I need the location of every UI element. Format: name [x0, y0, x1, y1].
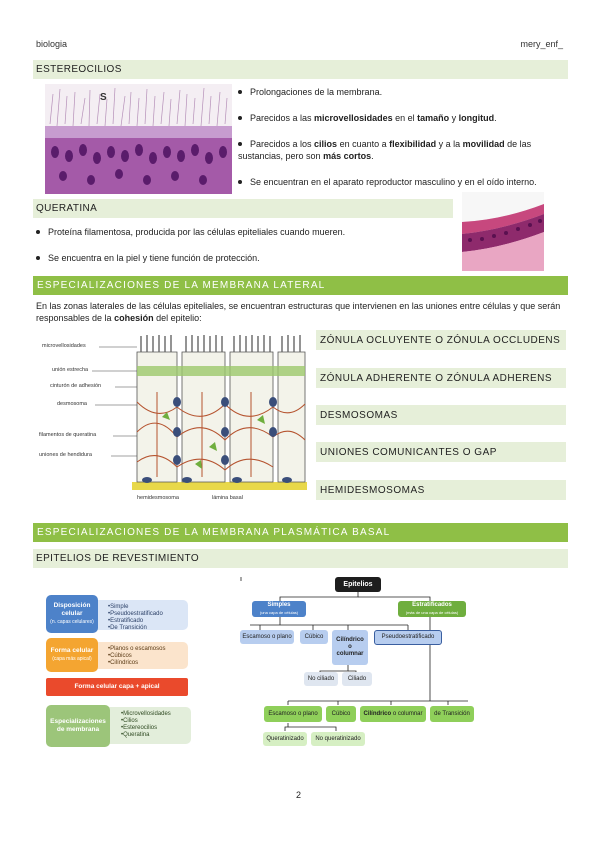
junction-item: HEMIDESMOSOMAS: [316, 480, 566, 500]
bold-term: flexibilidad: [389, 139, 437, 149]
bullet-dot: [36, 229, 40, 234]
bold-term: cohesión: [114, 313, 154, 323]
diagram-label: hemidesmosoma: [137, 495, 179, 501]
tree-simples: Simples (una capa de células): [252, 601, 306, 617]
basal-subtitle: EPITELIOS DE REVESTIMIENTO: [33, 549, 568, 568]
queratina-micrograph: [462, 192, 544, 271]
text-run: .: [494, 113, 497, 123]
bold-term: microvellosidades: [314, 113, 393, 123]
bold-term: longitud: [458, 113, 495, 123]
basal-title: ESPECIALIZACIONES DE LA MEMBRANA PLASMÁT…: [33, 523, 568, 542]
lateral-intro: En las zonas laterales de las células ep…: [36, 300, 568, 324]
text-run: Parecidos a las: [250, 113, 315, 123]
forma-label: Forma celular (capa más apical): [46, 638, 98, 672]
queratina-bullet: Proteína filamentosa, producida por las …: [36, 226, 456, 238]
especializaciones-label: Especializaciones de membrana: [46, 705, 110, 747]
queratina-bullets: Proteína filamentosa, producida por las …: [36, 226, 456, 264]
text-run: Parecidos a los: [250, 139, 315, 149]
bullet-dot: [238, 141, 242, 146]
diagram-label: desmosoma: [57, 401, 87, 407]
junction-item: UNIONES COMUNICANTES O GAP: [316, 442, 566, 462]
diagram-label: cinturón de adhesión: [50, 383, 102, 389]
forma-apical-bar: Forma celular capa + apical: [46, 678, 188, 696]
tree-node: Cúbico: [326, 706, 356, 722]
junction-item: ZÓNULA ADHERENTE O ZÓNULA ADHERENS: [316, 368, 566, 388]
tree-root: Epitelios: [335, 577, 381, 592]
tree-node: Escamoso o plano: [240, 630, 294, 644]
text-run: Se encuentran en el aparato reproductor …: [250, 177, 537, 187]
header-right: mery_enf_: [520, 39, 563, 49]
text-run: de las sustancias, pero son: [238, 139, 532, 161]
diagram-label: uniones de hendidura: [39, 452, 92, 458]
tree-node: Cilíndrico o columnar: [332, 630, 368, 665]
tree-estratificados: Estratificados (más de una capa de célul…: [398, 601, 466, 617]
diagram-label: filamentos de queratina: [39, 432, 97, 438]
junction-item: ZÓNULA OCLUYENTE O ZÓNULA OCCLUDENS: [316, 330, 566, 350]
junctions-diagram: microvellosidades unión estrecha cinturó…: [37, 332, 307, 510]
estereocilios-bullet: Prolongaciones de la membrana.: [238, 86, 566, 98]
forma-box: •Planos o escamosos •Cúbicos •Cilíndrico…: [94, 642, 188, 669]
tree-node: No queratinizado: [311, 732, 365, 746]
tree-node: Escamoso o plano: [264, 706, 322, 722]
estereocilios-micrograph: S: [45, 84, 232, 194]
diagram-label: lámina basal: [212, 495, 243, 501]
text-run: En las zonas laterales de las células ep…: [36, 301, 561, 323]
text-run: y a la: [436, 139, 463, 149]
estereocilios-bullet: Parecidos a las microvellosidades en el …: [238, 112, 566, 124]
bullet-dot: [238, 179, 242, 184]
text-run: y: [449, 113, 459, 123]
tree-node: Queratinizado: [263, 732, 307, 746]
bullet-dot: [238, 89, 242, 94]
classification-panel: •Simple •Pseudoestratificado •Estratific…: [46, 595, 194, 750]
diagram-label: unión estrecha: [52, 367, 89, 373]
tree-node: Cilíndrico o columnar: [360, 706, 426, 722]
estereocilios-title: ESTEREOCILIOS: [33, 60, 568, 79]
bullet-dot: [238, 115, 242, 120]
epithelia-tree: Epitelios Simples (una capa de células) …: [238, 575, 478, 755]
lateral-title: ESPECIALIZACIONES DE LA MEMBRANA LATERAL: [33, 276, 568, 295]
tree-node: de Transición: [430, 706, 474, 722]
estereocilios-bullets: Prolongaciones de la membrana. Parecidos…: [238, 86, 566, 188]
junction-item: DESMOSOMAS: [316, 405, 566, 425]
tree-node: Ciliado: [342, 672, 372, 686]
bold-term: movilidad: [462, 139, 505, 149]
bold-term: cilios: [314, 139, 338, 149]
text-run: .: [371, 151, 374, 161]
queratina-title: QUERATINA: [33, 199, 453, 218]
estereocilios-bullet: Se encuentran en el aparato reproductor …: [238, 176, 566, 188]
page-number: 2: [296, 790, 302, 800]
text-run: Prolongaciones de la membrana.: [250, 87, 383, 97]
especializaciones-box: •Microvellosidades •Cilios •Estereocilio…: [101, 707, 191, 744]
disposicion-box: •Simple •Pseudoestratificado •Estratific…: [94, 600, 188, 631]
disposicion-label: Disposición celular (n. capas celulares): [46, 595, 98, 633]
header-left: biologia: [36, 39, 68, 49]
bold-term: tamaño: [417, 113, 450, 123]
diagram-label: microvellosidades: [42, 343, 86, 349]
text-run: en cuanto a: [337, 139, 390, 149]
tree-node: No ciliado: [304, 672, 338, 686]
tree-node: Cúbico: [300, 630, 328, 644]
bullet-dot: [36, 255, 40, 260]
estereocilios-bullet: Parecidos a los cilios en cuanto a flexi…: [238, 138, 566, 162]
queratina-bullet: Se encuentra en la piel y tiene función …: [36, 252, 456, 264]
micrograph-letter: S: [100, 92, 107, 103]
text-run: del epitelio:: [153, 313, 202, 323]
bold-term: más cortos: [323, 151, 372, 161]
text-run: en el: [392, 113, 418, 123]
tree-node: Pseudoestratificado: [374, 630, 442, 645]
